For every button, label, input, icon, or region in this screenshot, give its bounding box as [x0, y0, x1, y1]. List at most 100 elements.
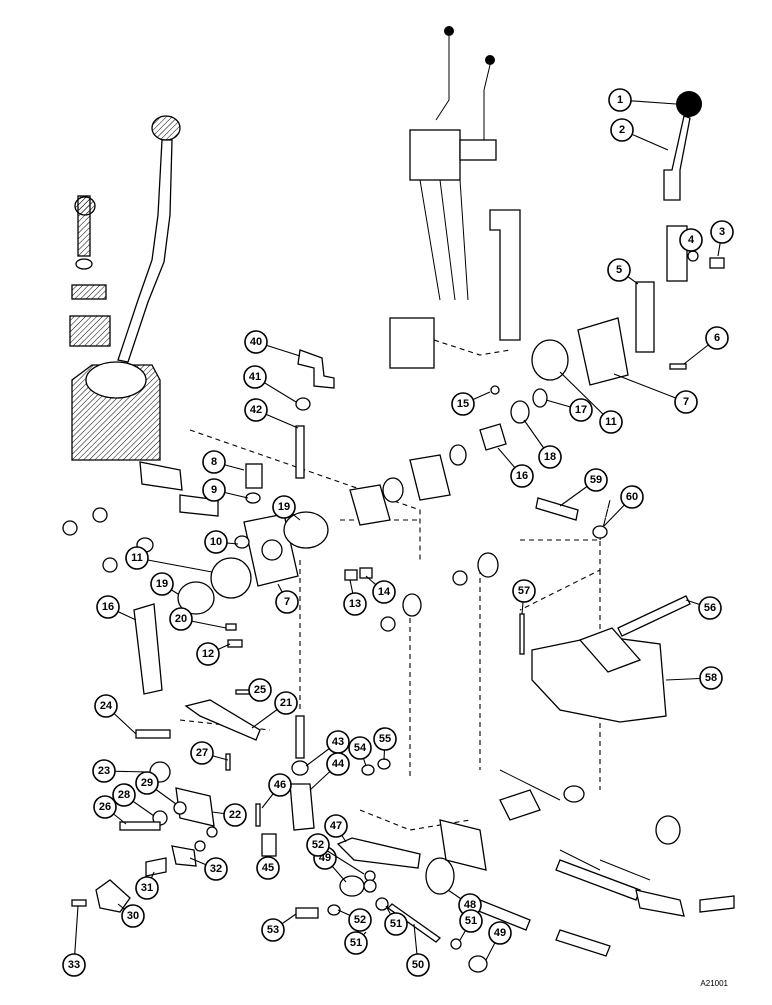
callout-number: 52: [354, 914, 366, 926]
block-left: [69, 315, 111, 347]
callout-bubble: [190, 741, 214, 765]
callout-bubble: [204, 530, 228, 554]
callout-number: 49: [494, 927, 506, 939]
callout-number: 7: [284, 596, 290, 608]
callout-number: 51: [350, 937, 362, 949]
pin-25: [235, 689, 251, 695]
callout-bubble: [705, 326, 729, 350]
callout-3: 3: [710, 220, 734, 257]
callout-56: 56: [685, 596, 722, 620]
callout-number: 18: [544, 451, 556, 463]
bushing-mid: [382, 477, 404, 503]
clip-left: [71, 284, 107, 300]
callout-bubble: [272, 495, 296, 519]
callout-55: 55: [373, 727, 397, 761]
callout-number: 10: [210, 536, 222, 548]
callout-8: 8: [202, 450, 245, 474]
callout-51-9: 51: [384, 905, 408, 936]
callout-number: 21: [280, 697, 292, 709]
callout-53: 53: [261, 913, 297, 942]
callout-bubble: [223, 803, 247, 827]
callout-52-8: 52: [337, 908, 372, 932]
callout-number: 55: [379, 733, 391, 745]
stud-42: [295, 425, 305, 479]
shift-housing: [409, 129, 461, 181]
callout-bubble: [275, 590, 299, 614]
screw-6: [669, 363, 687, 370]
callout-number: 22: [229, 809, 241, 821]
callout-bubble: [306, 833, 330, 857]
callout-19: 19: [272, 495, 301, 521]
nut-upper: [452, 570, 468, 586]
callout-bubble: [373, 727, 397, 751]
bushing-right: [563, 785, 585, 803]
callout-number: 9: [211, 484, 217, 496]
callout-bubble: [679, 228, 703, 252]
washer-9: [245, 492, 261, 504]
callout-bubble: [584, 468, 608, 492]
bolt-head-left: [74, 196, 96, 216]
callout-bubble: [94, 694, 118, 718]
callout-layer: 1234567891011121314151617181920212223242…: [62, 88, 734, 977]
callout-bubble: [244, 330, 268, 354]
callout-number: 41: [249, 371, 261, 383]
nut-43: [291, 760, 309, 776]
callout-bubble: [112, 783, 136, 807]
callout-bubble: [488, 921, 512, 945]
callout-58: 58: [665, 666, 723, 690]
callout-number: 16: [516, 470, 528, 482]
lower-center-parts: [255, 715, 488, 973]
callout-10: 10: [204, 530, 239, 554]
link-plate-left: [139, 461, 183, 491]
callout-bubble: [538, 445, 562, 469]
callout-number: 56: [704, 602, 716, 614]
bracket-30: [95, 879, 131, 913]
callout-27: 27: [190, 741, 229, 765]
callout-bubble: [610, 118, 634, 142]
callout-bubble: [96, 595, 120, 619]
callout-bubble: [343, 592, 367, 616]
callout-bubble: [274, 691, 298, 715]
callout-number: 47: [330, 820, 342, 832]
callout-50: 50: [406, 923, 430, 977]
callout-number: 4: [688, 234, 695, 246]
callout-number: 23: [98, 765, 110, 777]
callout-number: 46: [274, 779, 286, 791]
shift-rods: [419, 179, 469, 301]
nut-14: [359, 567, 373, 579]
callout-bubble: [204, 857, 228, 881]
callout-11-2: 11: [125, 546, 213, 573]
callout-9: 9: [202, 478, 249, 502]
callout-number: 44: [332, 758, 345, 770]
callout-bubble: [674, 390, 698, 414]
callout-number: 25: [254, 684, 266, 696]
nut-10: [234, 535, 250, 549]
callout-number: 40: [250, 336, 262, 348]
callout-bubble: [169, 607, 193, 631]
callout-number: 20: [175, 613, 187, 625]
rod-end-upper: [477, 552, 499, 578]
callout-60: 60: [603, 485, 644, 527]
nut-55: [377, 758, 391, 770]
cover-plate: [389, 317, 435, 369]
callout-45: 45: [256, 856, 280, 880]
yoke-b: [409, 454, 451, 501]
callout-bubble: [348, 908, 372, 932]
callout-bubble: [510, 464, 534, 488]
pin-57: [519, 613, 525, 655]
knob-top-b: [485, 55, 495, 65]
callout-number: 7: [683, 396, 689, 408]
callout-bubble: [620, 485, 644, 509]
pin-45: [261, 833, 277, 857]
callout-22: 22: [211, 803, 247, 827]
washer-18: [510, 400, 530, 424]
nut-13: [344, 569, 358, 581]
clevis-lower-right: [635, 889, 685, 917]
callout-41: 41: [243, 365, 297, 403]
lever-top-b: [483, 64, 491, 140]
callout-number: 24: [100, 700, 113, 712]
callout-2: 2: [610, 118, 669, 151]
screw-33: [71, 899, 87, 907]
callout-bubble: [326, 752, 350, 776]
callout-number: 3: [719, 226, 725, 238]
